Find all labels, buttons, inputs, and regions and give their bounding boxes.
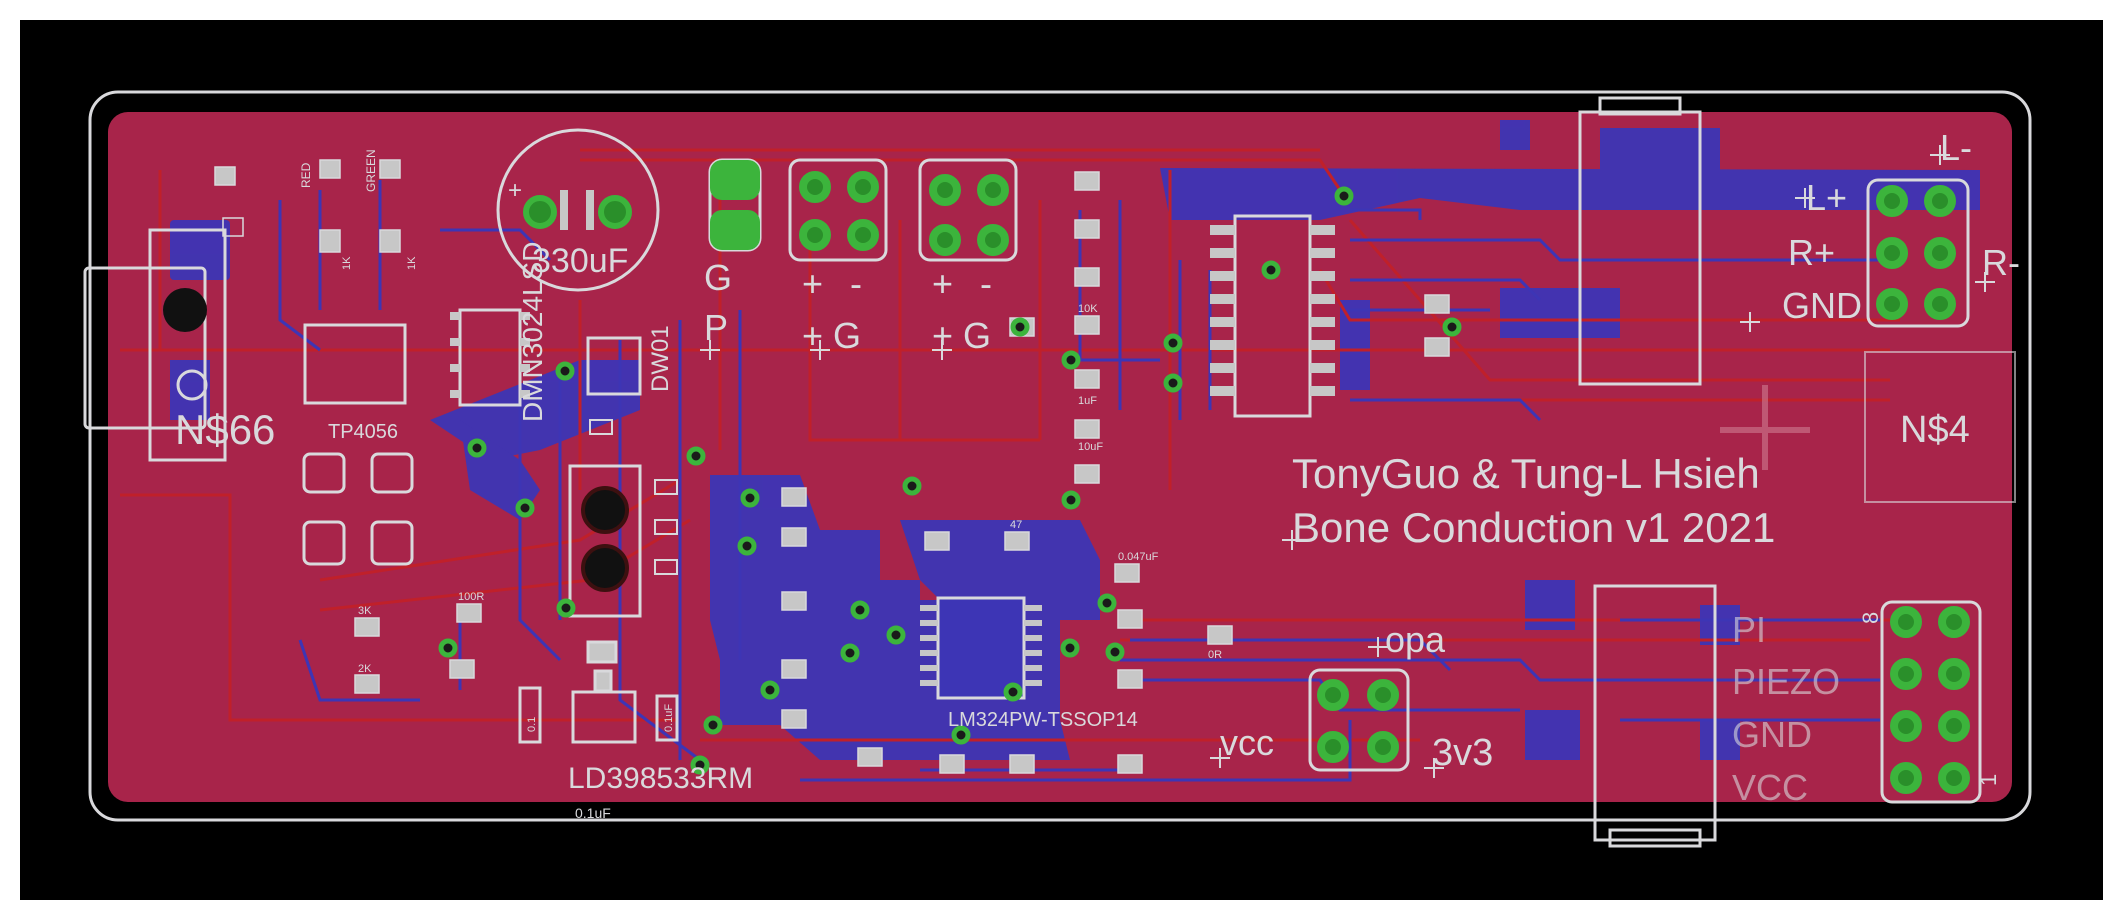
component-label-ld3985: LD398533RM <box>568 762 753 795</box>
label-r-minus: R- <box>1982 242 2020 283</box>
label-47: 47 <box>1010 519 1022 531</box>
n4-mark <box>1720 385 1810 470</box>
ld3985-chip <box>518 640 679 744</box>
header-label-minus-1: - <box>850 263 862 304</box>
header-label-plus-g-1: + G <box>802 315 861 356</box>
label-piezo: PIEZO <box>1732 661 1840 702</box>
component-label-n66: N$66 <box>175 406 275 453</box>
n4-box <box>1864 351 2016 503</box>
header-label-plus-1: + <box>802 263 823 304</box>
label-1uf: 1uF <box>1078 395 1097 407</box>
audio-jack-bottom <box>1593 584 1717 848</box>
component-label-dmn: DMN3024LSD <box>517 241 548 422</box>
smd-passives <box>214 159 1450 774</box>
dw01-chip <box>586 336 642 396</box>
header-label-plus-2: + <box>932 263 953 304</box>
label-l-plus: L+ <box>1806 177 1847 218</box>
speaker-header <box>1866 178 1970 328</box>
header-label-minus-2: - <box>980 263 992 304</box>
header-label-g: G <box>704 257 732 298</box>
board-outline <box>88 90 2032 822</box>
label-pi: PI <box>1732 609 1766 650</box>
usb-connector <box>83 228 227 462</box>
pin-label-8: 8 <box>1858 612 1883 624</box>
label-vcc-small: vcc <box>1220 722 1274 763</box>
label-gnd-bottom: GND <box>1732 714 1812 755</box>
gp-header <box>708 158 762 252</box>
label-vcc-big: VCC <box>1732 767 1808 808</box>
component-label-lm324: LM324PW-TSSOP14 <box>948 709 1138 731</box>
origin-markers <box>700 145 1995 778</box>
header-label-plus-g-2: + G <box>932 315 991 356</box>
label-l-minus: L- <box>1940 127 1972 168</box>
label-3k: 3K <box>358 605 372 617</box>
component-label-cap330: 330uF <box>532 242 628 280</box>
component-label-n4: N$4 <box>1900 409 1970 451</box>
label-opa: opa <box>1385 619 1446 660</box>
label-3v3: 3v3 <box>1432 732 1493 774</box>
tp4056-chip <box>303 323 407 405</box>
label-100r: 100R <box>458 591 484 603</box>
label-gnd-top: GND <box>1782 285 1862 326</box>
vias <box>438 186 1462 775</box>
label-red: RED <box>299 162 313 188</box>
label-green: GREEN <box>364 149 378 192</box>
amp-dip-chip <box>1210 214 1335 418</box>
label-1k-a: 1K <box>341 256 353 270</box>
pcb-canvas: N$66 TP4056 DMN3024LSD 330uF + DW01 G P … <box>20 20 2103 900</box>
header-label-p: P <box>704 307 728 348</box>
label-0r: 0R <box>1208 649 1222 661</box>
label-2k: 2K <box>358 663 372 675</box>
audio-jack-top <box>1578 96 1702 386</box>
credits-title: Bone Conduction v1 2021 <box>1292 504 1775 551</box>
label-047uf: 0.047uF <box>1118 551 1159 563</box>
label-1k-b: 1K <box>406 256 418 270</box>
regulator-block <box>568 419 678 618</box>
label-10uf: 10uF <box>1078 441 1103 453</box>
credits-authors: TonyGuo & Tung-L Hsieh <box>1292 450 1760 497</box>
label-10k: 10K <box>1078 303 1098 315</box>
cap-plus-sign: + <box>508 177 522 204</box>
piezo-header <box>1880 600 1982 804</box>
label-r-plus: R+ <box>1788 232 1835 273</box>
component-label-dw01: DW01 <box>647 325 674 392</box>
electrolytic-capacitor <box>496 128 660 292</box>
label-cap-01uf-bottom: 0.1uF <box>575 805 611 821</box>
opa-header <box>1308 668 1410 772</box>
dmn-chip <box>450 308 530 407</box>
tp4056-passives <box>302 452 414 566</box>
pin-label-1: 1 <box>1976 774 2001 786</box>
label-01uf: 0.1uF <box>663 704 675 732</box>
label-01: 0.1 <box>526 717 538 732</box>
power-headers <box>788 158 1018 262</box>
pcb-layout: N$66 TP4056 DMN3024LSD 330uF + DW01 G P … <box>83 90 2032 848</box>
component-label-tp4056: TP4056 <box>328 421 398 443</box>
lm324-chip <box>920 596 1042 700</box>
